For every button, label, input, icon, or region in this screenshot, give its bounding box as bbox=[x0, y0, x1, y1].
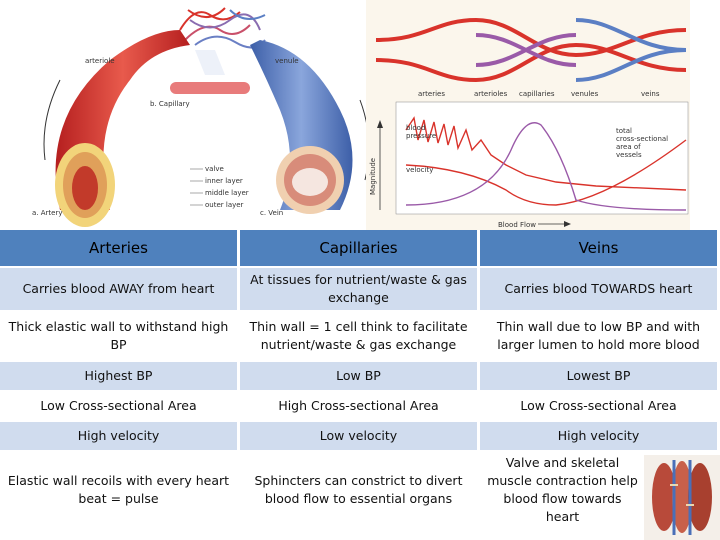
label-blood: blood bbox=[406, 124, 425, 132]
label-cross-sectional: cross-sectional bbox=[616, 135, 668, 143]
table-cell: Lowest BP bbox=[480, 362, 720, 390]
vessel-comparison-table: Arteries Capillaries Veins Carries blood… bbox=[0, 228, 720, 530]
table-cell: Sphincters can constrict to divert blood… bbox=[240, 452, 480, 528]
header-veins: Veins bbox=[480, 230, 720, 266]
vessel-branching-diagram bbox=[375, 17, 687, 83]
table-row: Highest BP Low BP Lowest BP bbox=[0, 362, 720, 390]
table-cell: Thin wall due to low BP and with larger … bbox=[480, 312, 720, 360]
label-arteriole: arteriole bbox=[85, 57, 115, 65]
label-velocity: velocity bbox=[406, 166, 433, 174]
table-header-row: Arteries Capillaries Veins bbox=[0, 230, 720, 266]
table-cell: High velocity bbox=[480, 422, 720, 450]
vessel-anatomy-figure: arteriole venule b. Capillary valve inne… bbox=[32, 7, 370, 227]
table-row: High velocity Low velocity High velocity bbox=[0, 422, 720, 450]
label-capillary: b. Capillary bbox=[150, 100, 190, 108]
table-cell: Thick elastic wall to withstand high BP bbox=[0, 312, 240, 360]
label-total: total bbox=[616, 127, 632, 135]
table-cell: Highest BP bbox=[0, 362, 240, 390]
label-venule: venule bbox=[275, 57, 299, 65]
table-row: Thick elastic wall to withstand high BP … bbox=[0, 312, 720, 360]
label-outer-layer: outer layer bbox=[205, 201, 244, 209]
label-middle-layer: middle layer bbox=[205, 189, 249, 197]
label-arteries: arteries bbox=[418, 90, 445, 98]
label-valve: valve bbox=[205, 165, 224, 173]
blood-pressure-line bbox=[405, 116, 687, 191]
graph-frame bbox=[395, 101, 689, 215]
table-cell: At tissues for nutrient/waste & gas exch… bbox=[240, 268, 480, 310]
label-inner-layer: inner layer bbox=[205, 177, 243, 185]
header-arteries: Arteries bbox=[0, 230, 240, 266]
label-pressure: pressure bbox=[406, 132, 436, 140]
table-row: Low Cross-sectional Area High Cross-sect… bbox=[0, 392, 720, 420]
capillary-network bbox=[179, 7, 266, 49]
capillary-tube bbox=[170, 82, 250, 94]
label-capillaries: capillaries bbox=[519, 90, 555, 98]
label-artery: a. Artery bbox=[32, 209, 62, 217]
label-vessels: vessels bbox=[616, 151, 642, 159]
label-veins: veins bbox=[641, 90, 660, 98]
table-cell: Carries blood TOWARDS heart bbox=[480, 268, 720, 310]
label-magnitude: Magnitude bbox=[369, 158, 377, 195]
leg-muscle-image bbox=[644, 455, 720, 540]
label-venules: venules bbox=[571, 90, 599, 98]
table-cell: Low BP bbox=[240, 362, 480, 390]
table-cell: High velocity bbox=[0, 422, 240, 450]
cross-sectional-area-line bbox=[405, 122, 687, 211]
table-cell: Low Cross-sectional Area bbox=[480, 392, 720, 420]
table-cell: Thin wall = 1 cell think to facilitate n… bbox=[240, 312, 480, 360]
velocity-line bbox=[405, 139, 687, 206]
table-row: Elastic wall recoils with every heart be… bbox=[0, 452, 720, 528]
table-row: Carries blood AWAY from heart At tissues… bbox=[0, 268, 720, 310]
table-cell: Low Cross-sectional Area bbox=[0, 392, 240, 420]
table-cell: Carries blood AWAY from heart bbox=[0, 268, 240, 310]
blood-flow-graph: arteries arterioles capillaries venules … bbox=[366, 0, 690, 230]
table-cell: Elastic wall recoils with every heart be… bbox=[0, 452, 240, 528]
table-cell: Low velocity bbox=[240, 422, 480, 450]
label-arterioles: arterioles bbox=[474, 90, 508, 98]
label-area-of: area of bbox=[616, 143, 641, 151]
table-cell: High Cross-sectional Area bbox=[240, 392, 480, 420]
label-vein: c. Vein bbox=[260, 209, 283, 217]
header-capillaries: Capillaries bbox=[240, 230, 480, 266]
label-blood-flow: Blood Flow bbox=[498, 221, 536, 229]
